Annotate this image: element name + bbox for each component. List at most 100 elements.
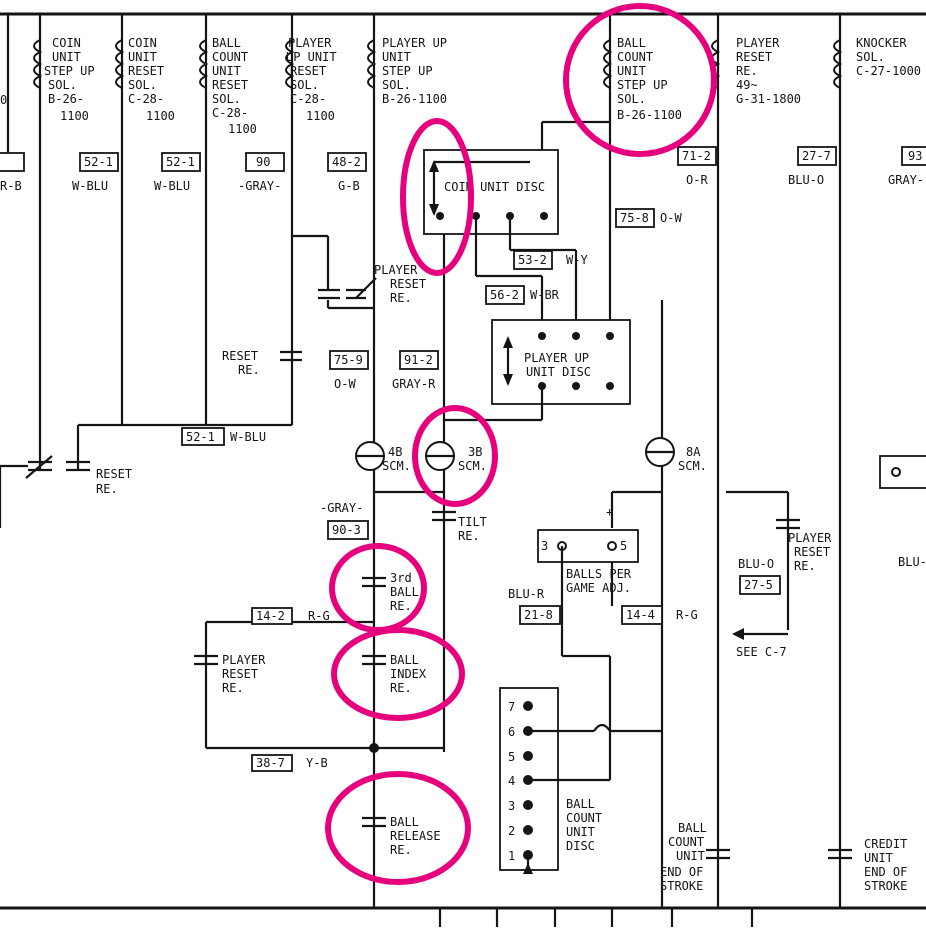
highlight-ball-index bbox=[331, 627, 465, 721]
svg-text:SOL.: SOL. bbox=[617, 92, 646, 106]
svg-text:14-4: 14-4 bbox=[626, 608, 655, 622]
svg-text:3B: 3B bbox=[468, 445, 482, 459]
svg-text:BALL: BALL bbox=[390, 815, 419, 829]
svg-text:W-Y: W-Y bbox=[566, 253, 588, 267]
svg-text:6: 6 bbox=[508, 725, 515, 739]
svg-text:DISC: DISC bbox=[566, 839, 595, 853]
svg-text:RESET: RESET bbox=[96, 467, 132, 481]
svg-text:CREDIT: CREDIT bbox=[864, 837, 907, 851]
svg-text:STROKE: STROKE bbox=[864, 879, 907, 893]
svg-text:SOL.: SOL. bbox=[212, 92, 241, 106]
wire-tag-14-4: 14-4 R-G bbox=[621, 605, 698, 625]
svg-text:BALL: BALL bbox=[678, 821, 707, 835]
svg-text:RESET: RESET bbox=[794, 545, 830, 559]
svg-text:UNIT: UNIT bbox=[566, 825, 595, 839]
svg-text:PLAYER: PLAYER bbox=[374, 263, 418, 277]
wire-tag-52-1-b: 52-1 W-BLU bbox=[154, 152, 201, 193]
credit-unit-end-of-stroke: CREDIT UNIT END OF STROKE bbox=[828, 837, 907, 893]
player-reset-contact-top: PLAYER RESET RE. bbox=[318, 263, 426, 305]
svg-text:8A: 8A bbox=[686, 445, 701, 459]
svg-text:5: 5 bbox=[620, 539, 627, 553]
svg-text:RE.: RE. bbox=[794, 559, 816, 573]
lamp-4b: 4B SCM. bbox=[355, 441, 411, 473]
column-header-knocker: KNOCKER SOL. C-27-1000 bbox=[856, 36, 921, 78]
svg-text:KNOCKER: KNOCKER bbox=[856, 36, 907, 50]
wire-tag-21-8: 21-8 BLU-R bbox=[508, 587, 561, 625]
svg-text:O-W: O-W bbox=[334, 377, 356, 391]
ball-index-relay: BALL INDEX RE. bbox=[362, 653, 427, 695]
player-reset-relay-right: PLAYER RESET RE. SEE C-7 bbox=[732, 518, 832, 659]
highlight-coin-unit-disc bbox=[400, 118, 474, 276]
svg-text:RE.: RE. bbox=[222, 681, 244, 695]
svg-text:RESET: RESET bbox=[212, 78, 248, 92]
wire-tag-27-7: 27-7 BLU-O bbox=[788, 146, 837, 187]
wire-tag-71-2: 71-2 O-R bbox=[677, 146, 717, 187]
svg-text:RE.: RE. bbox=[390, 291, 412, 305]
svg-text:B-26-: B-26- bbox=[48, 92, 84, 106]
svg-text:UNIT: UNIT bbox=[212, 64, 241, 78]
svg-text:UNIT: UNIT bbox=[676, 849, 705, 863]
svg-text:75-8: 75-8 bbox=[620, 211, 649, 225]
svg-text:RESET: RESET bbox=[736, 50, 772, 64]
lamp-8a: 8A SCM. bbox=[645, 437, 707, 473]
svg-text:COUNT: COUNT bbox=[668, 835, 704, 849]
svg-text:SOL.: SOL. bbox=[128, 78, 157, 92]
svg-text:RESET: RESET bbox=[222, 349, 258, 363]
svg-text:1100: 1100 bbox=[228, 122, 257, 136]
svg-text:+: + bbox=[606, 505, 613, 519]
svg-text:RE.: RE. bbox=[96, 482, 118, 496]
highlight-lamp-3b bbox=[412, 405, 498, 507]
svg-text:BLU-R: BLU-R bbox=[508, 587, 545, 601]
svg-text:BALL: BALL bbox=[566, 797, 595, 811]
highlight-annotations bbox=[325, 3, 717, 885]
svg-text:END OF: END OF bbox=[660, 865, 703, 879]
svg-text:UNIT: UNIT bbox=[617, 64, 646, 78]
svg-text:W-BR: W-BR bbox=[530, 288, 560, 302]
svg-text:RESET: RESET bbox=[222, 667, 258, 681]
wire-tag-75-9: 75-9 O-W bbox=[329, 350, 369, 391]
svg-text:PLAYER UP: PLAYER UP bbox=[524, 351, 589, 365]
bottom-stubs bbox=[438, 908, 754, 927]
svg-text:-GRAY-: -GRAY- bbox=[320, 501, 363, 515]
svg-text:R-G: R-G bbox=[676, 608, 698, 622]
svg-text:C-28-: C-28- bbox=[212, 106, 248, 120]
column-header-player-reset-relay: PLAYER RESET RE. 49~ G-31-1800 bbox=[736, 36, 801, 106]
svg-text:COUNT: COUNT bbox=[566, 811, 602, 825]
wire-tag-14-2: 14-2 R-G bbox=[251, 607, 330, 625]
svg-text:2: 2 bbox=[508, 824, 515, 838]
svg-text:1100: 1100 bbox=[60, 109, 89, 123]
svg-text:52-1: 52-1 bbox=[186, 430, 215, 444]
ball-count-unit-disc: 7 6 5 4 3 2 1 BALL COUNT UNIT DISC bbox=[499, 687, 662, 874]
wire-tag-93: 93 GRAY- bbox=[888, 146, 926, 187]
ball-release-relay: BALL RELEASE RE. bbox=[362, 815, 441, 857]
svg-text:UP UNIT: UP UNIT bbox=[286, 50, 337, 64]
wire-tag-27-5: 27-5 BLU-O bbox=[738, 557, 781, 595]
svg-text:RE.: RE. bbox=[390, 599, 412, 613]
svg-text:91-2: 91-2 bbox=[404, 353, 433, 367]
svg-text:STROKE: STROKE bbox=[660, 879, 703, 893]
column-header-coin-unit-step-up: COIN UNIT STEP UP SOL. B-26- 1100 bbox=[44, 36, 95, 123]
svg-text:90: 90 bbox=[256, 155, 270, 169]
svg-text:GRAY-R: GRAY-R bbox=[392, 377, 436, 391]
svg-text:SCM.: SCM. bbox=[458, 459, 487, 473]
wire-tag-91-2: 91-2 GRAY-R bbox=[392, 350, 439, 391]
svg-text:W-BLU: W-BLU bbox=[230, 430, 266, 444]
wire-tag-48-2: 48-2 G-B bbox=[327, 152, 367, 193]
svg-text:27-5: 27-5 bbox=[744, 578, 773, 592]
svg-text:1: 1 bbox=[508, 849, 515, 863]
svg-text:21-8: 21-8 bbox=[524, 608, 553, 622]
column-header-coin-unit-reset: COIN UNIT RESET SOL. C-28- 1100 bbox=[128, 36, 175, 123]
svg-text:SCM.: SCM. bbox=[678, 459, 707, 473]
right-cut-component: BLU- bbox=[879, 455, 926, 569]
svg-text:C-28-: C-28- bbox=[128, 92, 164, 106]
svg-text:48-2: 48-2 bbox=[332, 155, 361, 169]
svg-text:RESET: RESET bbox=[128, 64, 164, 78]
player-reset-relay-left: PLAYER RESET RE. bbox=[194, 653, 266, 695]
svg-text:STEP UP: STEP UP bbox=[44, 64, 95, 78]
svg-text:END OF: END OF bbox=[864, 865, 907, 879]
svg-text:G-B: G-B bbox=[338, 179, 360, 193]
reset-relay-contact-mid: RESET RE. bbox=[222, 349, 302, 377]
svg-text:93: 93 bbox=[908, 149, 922, 163]
svg-text:BLU-O: BLU-O bbox=[738, 557, 774, 571]
svg-text:BALLS PER: BALLS PER bbox=[566, 567, 632, 581]
